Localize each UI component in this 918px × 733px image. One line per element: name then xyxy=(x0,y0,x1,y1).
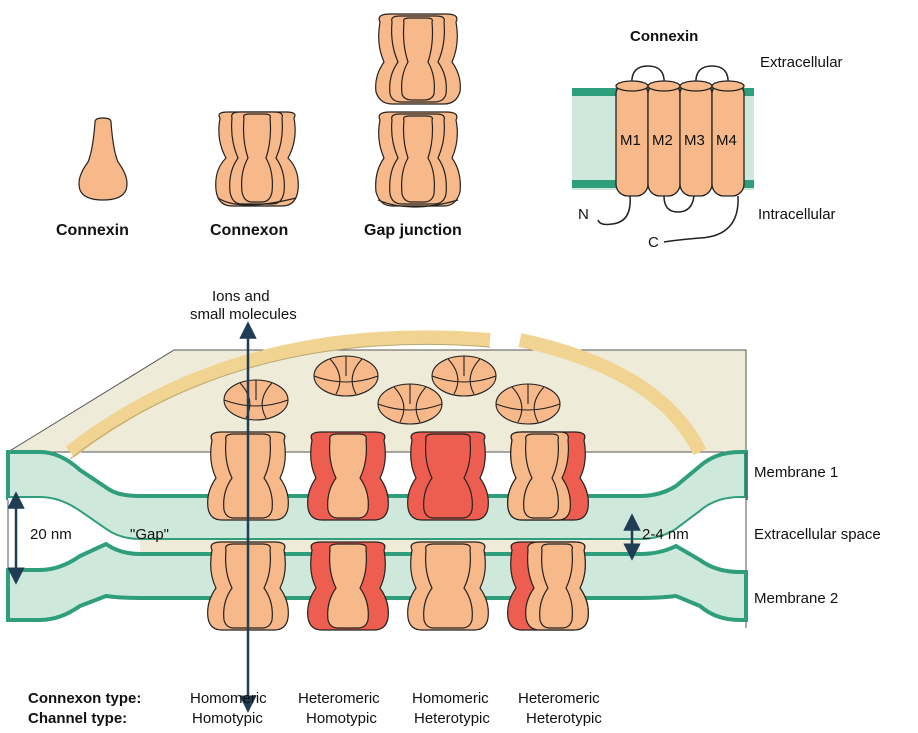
connexon-type-cell: Homomeric xyxy=(412,690,489,707)
membrane1-label: Membrane 1 xyxy=(754,464,838,481)
c-terminus-label: C xyxy=(648,234,659,251)
segment-m3-label: M3 xyxy=(684,132,705,149)
connexin-topology-diagram xyxy=(572,66,754,242)
intracellular-label: Intracellular xyxy=(758,206,836,223)
n-terminus-label: N xyxy=(578,206,589,223)
gap-junction-label: Gap junction xyxy=(364,222,462,240)
connexon-top-rosette xyxy=(432,356,496,396)
topology-title: Connexin xyxy=(630,28,698,45)
connexon-type-cell: Homomeric xyxy=(190,690,267,707)
connexon-type-cell: Heteromeric xyxy=(298,690,380,707)
channel-type-cell: Homotypic xyxy=(306,710,377,727)
connexon-top-rosette xyxy=(224,380,288,420)
distance-2-4nm-label: 2-4 nm xyxy=(642,526,689,543)
flow-label-line2: small molecules xyxy=(190,306,297,323)
connexon-top-rosette xyxy=(378,384,442,424)
channel-type-cell: Heterotypic xyxy=(414,710,490,727)
channel-type-cell: Homotypic xyxy=(192,710,263,727)
extracellular-space-label: Extracellular space xyxy=(754,526,881,543)
connexon-top-rosette xyxy=(496,384,560,424)
channel-type-cell: Heterotypic xyxy=(526,710,602,727)
segment-m4-label: M4 xyxy=(716,132,737,149)
gap-junction-icon xyxy=(376,14,461,207)
connexon-top-rosette xyxy=(314,356,378,396)
connexin-label: Connexin xyxy=(56,222,129,240)
connexon-icon xyxy=(216,112,299,206)
extracellular-label: Extracellular xyxy=(760,54,843,71)
segment-m2-label: M2 xyxy=(652,132,673,149)
connexon-type-cell: Heteromeric xyxy=(518,690,600,707)
connexon-type-heading: Connexon type: xyxy=(28,690,141,707)
segment-m1-label: M1 xyxy=(620,132,641,149)
distance-20nm-label: 20 nm xyxy=(30,526,72,543)
connexon-label: Connexon xyxy=(210,222,288,240)
channel-type-heading: Channel type: xyxy=(28,710,127,727)
connexin-monomer-icon xyxy=(79,118,127,200)
gap-label: "Gap" xyxy=(130,526,169,543)
membrane2-label: Membrane 2 xyxy=(754,590,838,607)
flow-label-line1: Ions and xyxy=(212,288,270,305)
